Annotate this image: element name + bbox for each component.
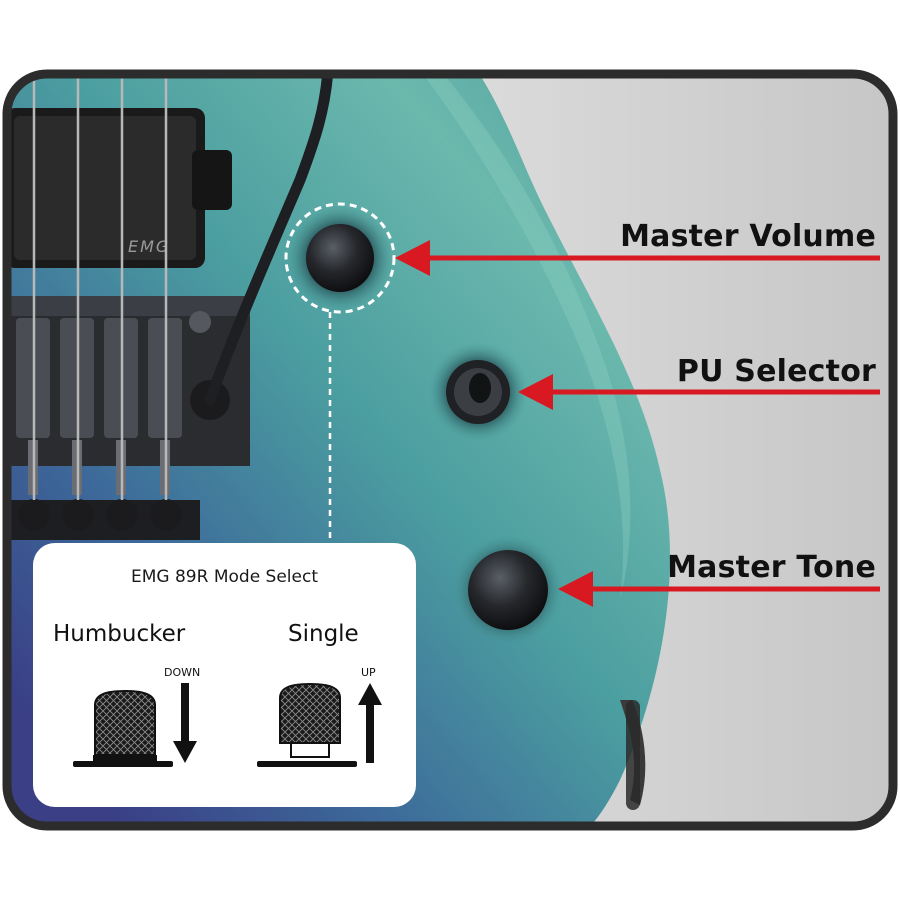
humbucker-knob-icon bbox=[73, 689, 173, 767]
callout-arrows bbox=[395, 240, 880, 607]
up-label: UP bbox=[361, 666, 376, 679]
pu-selector-switch bbox=[428, 342, 528, 442]
photo-frame bbox=[2, 69, 898, 831]
pickup-brand: EMG bbox=[128, 237, 170, 256]
pu-selector-label: PU Selector bbox=[676, 354, 876, 389]
up-arrow-icon bbox=[358, 683, 382, 763]
master-tone-label: Master Tone bbox=[667, 550, 876, 585]
single-label: Single bbox=[288, 621, 359, 647]
mode-diagram bbox=[73, 682, 382, 767]
single-knob-icon bbox=[257, 682, 357, 767]
mode-select-card: EMG 89R Mode Select Humbucker Single DOW… bbox=[33, 543, 416, 807]
emg-pickup: EMG bbox=[7, 108, 232, 268]
mode-select-title: EMG 89R Mode Select bbox=[131, 567, 318, 587]
volume-knob bbox=[284, 202, 396, 314]
tremolo-arm bbox=[204, 74, 334, 406]
master-volume-label: Master Volume bbox=[620, 219, 876, 254]
tone-knob bbox=[452, 534, 564, 646]
strings bbox=[32, 74, 168, 500]
down-label: DOWN bbox=[164, 666, 201, 679]
down-arrow-icon bbox=[173, 683, 197, 763]
humbucker-label: Humbucker bbox=[53, 621, 186, 647]
